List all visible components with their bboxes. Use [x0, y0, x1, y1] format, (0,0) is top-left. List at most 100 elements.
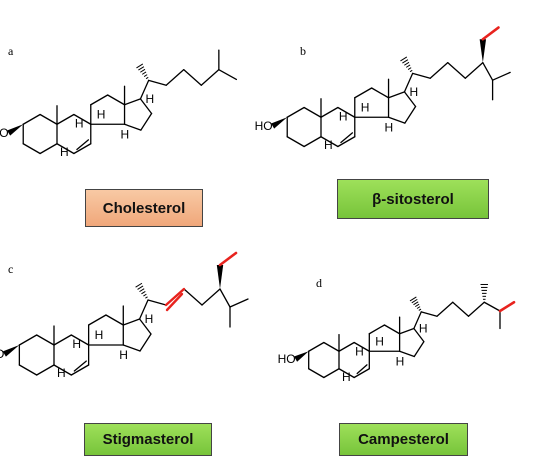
panel-letter-c: c	[8, 262, 14, 276]
ring-bond	[368, 324, 386, 335]
wedge-bond	[479, 39, 487, 63]
ring-bond	[70, 364, 90, 376]
ring-bond	[139, 98, 153, 115]
hashed-bond-mark	[135, 282, 143, 288]
side-chain-bond	[201, 288, 221, 306]
hashed-bond-mark	[143, 74, 148, 77]
cholesterol-ho-label: HO	[0, 126, 9, 140]
side-chain-bond	[491, 71, 511, 81]
ring-bond	[18, 364, 38, 376]
ho-wedge-bond	[271, 117, 288, 129]
ring-bond	[308, 368, 325, 379]
stigmasterol-h-label: H	[57, 366, 66, 380]
stigmasterol-ho-label: HO	[0, 347, 4, 361]
side-chain-bond	[147, 299, 167, 306]
hashed-bond-mark	[413, 301, 419, 306]
ring-bond	[73, 113, 92, 125]
highlighted-bond	[218, 251, 238, 267]
ring-bond	[387, 116, 406, 124]
hashed-bond-mark	[404, 61, 410, 66]
ring-bond	[403, 91, 417, 108]
ring-double-bond	[340, 132, 354, 144]
hashed-bond-mark	[415, 303, 420, 308]
beta-sitosterol-h-label: H	[324, 138, 333, 152]
ring-bond	[371, 87, 390, 99]
hashed-bond-mark	[402, 59, 409, 64]
cholesterol-h-label: H	[97, 107, 106, 121]
ring-bond	[36, 364, 55, 376]
hashed-bond-mark	[409, 296, 417, 302]
campesterol-h-label: H	[355, 345, 364, 359]
hashed-bond-mark	[405, 64, 411, 68]
hashed-bond-mark	[143, 293, 147, 297]
ring-bond	[398, 327, 415, 335]
beta-sitosterol-h-label: H	[339, 110, 348, 124]
hashed-bond-mark	[409, 69, 413, 73]
hashed-bond-mark	[416, 306, 421, 309]
ring-bond	[73, 143, 92, 155]
ring-bond	[303, 136, 322, 148]
ring-bond	[353, 368, 370, 379]
ring-bond	[138, 318, 152, 335]
ring-bond	[53, 364, 72, 376]
ring-bond	[323, 341, 340, 352]
ring-bond	[139, 333, 152, 352]
campesterol-label-box: Campesterol	[339, 423, 468, 456]
cholesterol-h-label: H	[60, 145, 69, 159]
ring-bond	[56, 113, 75, 125]
stigmasterol-h-label: H	[95, 328, 104, 342]
side-chain-bond	[420, 311, 438, 317]
side-chain-bond	[200, 69, 220, 86]
highlighted-bond	[498, 300, 516, 313]
ring-bond	[123, 123, 142, 131]
ring-bond	[413, 340, 425, 358]
ho-wedge-bond	[294, 351, 309, 362]
ring-bond	[338, 368, 355, 379]
ring-double-bond	[356, 364, 368, 375]
cholesterol-h-label: H	[121, 127, 130, 141]
hashed-bond-mark	[137, 285, 144, 290]
beta-sitosterol-label: β-sitosterol	[372, 190, 454, 208]
hashed-bond-mark	[145, 76, 149, 80]
side-chain-bond	[165, 69, 185, 86]
cholesterol-h-label: H	[145, 92, 154, 106]
stigmasterol-h-label: H	[145, 312, 154, 326]
ring-bond	[56, 143, 75, 155]
side-chain-bond	[411, 72, 431, 79]
wedge-bond	[216, 265, 224, 289]
ring-bond	[398, 350, 415, 358]
ring-bond	[107, 94, 126, 106]
ring-bond	[22, 113, 41, 125]
side-chain-bond	[436, 301, 454, 317]
ring-bond	[353, 341, 370, 352]
hashed-bond-mark	[141, 71, 147, 75]
cholesterol-h-label: H	[75, 117, 84, 131]
ring-bond	[123, 98, 142, 106]
beta-sitosterol-ho-label: HO	[255, 119, 273, 133]
side-chain-bond	[464, 62, 484, 79]
ring-bond	[122, 318, 141, 326]
side-chain-bond	[447, 62, 466, 79]
side-chain-bond	[218, 69, 238, 81]
beta-sitosterol-label-box: β-sitosterol	[337, 179, 489, 219]
ring-bond	[308, 341, 325, 352]
highlighted-bond	[481, 26, 500, 41]
side-chain-bond	[483, 301, 501, 312]
ring-bond	[320, 136, 339, 148]
highlighted-double-bond	[164, 287, 186, 307]
ring-bond	[286, 106, 305, 118]
side-chain-bond	[429, 62, 449, 79]
hashed-bond-mark	[418, 308, 422, 311]
campesterol-ho-label: HO	[278, 352, 296, 366]
hashed-bond-mark	[145, 296, 148, 299]
stigmasterol-h-label: H	[119, 348, 128, 362]
ring-bond	[413, 311, 422, 330]
ring-bond	[122, 344, 141, 352]
beta-sitosterol-h-label: H	[409, 85, 418, 99]
campesterol-h-label: H	[396, 354, 405, 368]
side-chain-bond	[219, 288, 231, 308]
hashed-bond-mark	[138, 66, 145, 71]
